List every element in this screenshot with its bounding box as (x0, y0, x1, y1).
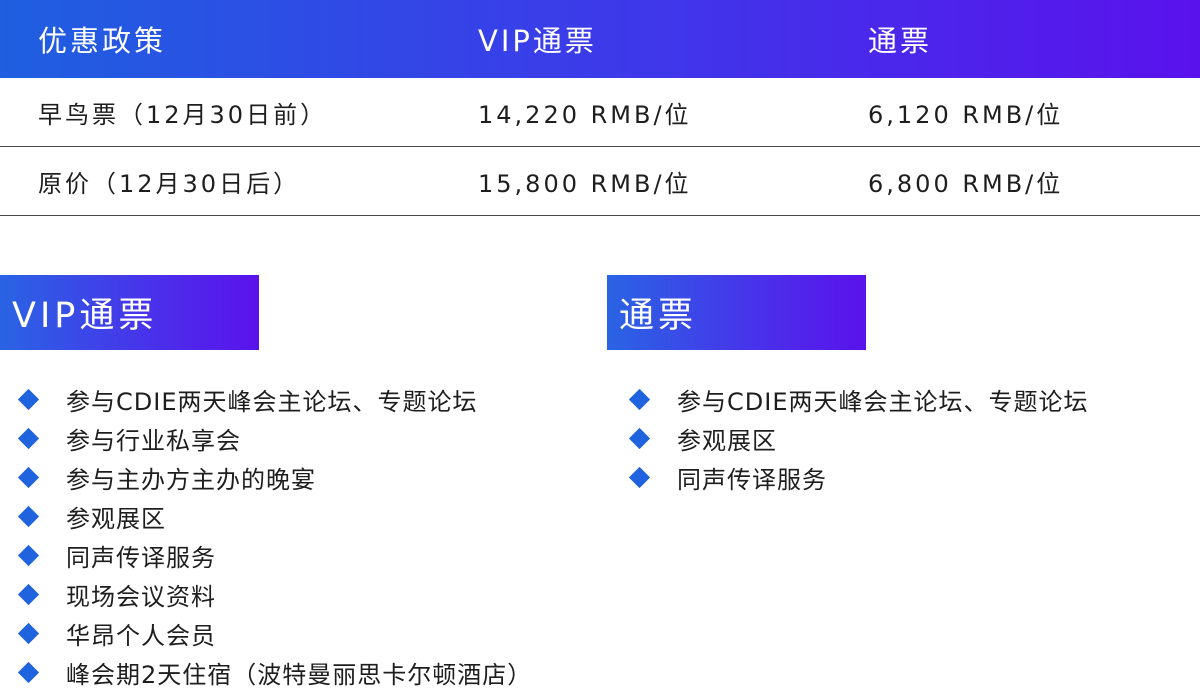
benefit-text: 参观展区 (66, 505, 166, 533)
diamond-bullet-icon (17, 466, 40, 489)
list-item: 同声传译服务 (628, 458, 1088, 497)
list-item: 参与主办方主办的晚宴 (17, 458, 532, 497)
benefit-text: 峰会期2天住宿（波特曼丽思卡尔顿酒店） (66, 661, 533, 689)
standard-section-title: 通票 (619, 296, 698, 336)
header-vip-pass: VIP通票 (478, 24, 597, 58)
table-row-early-bird: 早鸟票（12月30日前） 14,220 RMB/位 6,120 RMB/位 (0, 78, 1200, 147)
diamond-bullet-icon (17, 661, 40, 684)
vip-section-tag: VIP通票 (0, 275, 259, 350)
early-bird-standard-price: 6,120 RMB/位 (868, 100, 1064, 129)
benefit-text: 参与CDIE两天峰会主论坛、专题论坛 (66, 388, 478, 416)
benefit-text: 参与主办方主办的晚宴 (66, 466, 316, 494)
regular-policy: 原价（12月30日后） (38, 169, 301, 198)
early-bird-policy: 早鸟票（12月30日前） (38, 100, 328, 129)
diamond-bullet-icon (17, 427, 40, 450)
header-policy: 优惠政策 (38, 24, 167, 58)
list-item: 参与CDIE两天峰会主论坛、专题论坛 (628, 380, 1088, 419)
benefit-text: 参观展区 (677, 427, 777, 455)
benefit-text: 同声传译服务 (66, 544, 216, 572)
benefit-text: 参与CDIE两天峰会主论坛、专题论坛 (677, 388, 1089, 416)
list-item: 现场会议资料 (17, 575, 532, 614)
list-item: 华昂个人会员 (17, 614, 532, 653)
standard-section-tag: 通票 (607, 275, 866, 350)
list-item: 峰会期2天住宿（波特曼丽思卡尔顿酒店） (17, 653, 532, 692)
benefit-text: 华昂个人会员 (66, 622, 216, 650)
table-row-regular: 原价（12月30日后） 15,800 RMB/位 6,800 RMB/位 (0, 147, 1200, 216)
list-item: 同声传译服务 (17, 536, 532, 575)
list-item: 参与CDIE两天峰会主论坛、专题论坛 (17, 380, 532, 419)
pricing-table: 优惠政策 VIP通票 通票 早鸟票（12月30日前） 14,220 RMB/位 … (0, 0, 1200, 216)
list-item: 参观展区 (628, 419, 1088, 458)
diamond-bullet-icon (628, 388, 651, 411)
diamond-bullet-icon (17, 622, 40, 645)
header-standard-pass: 通票 (868, 24, 933, 58)
benefit-text: 同声传译服务 (677, 466, 827, 494)
diamond-bullet-icon (17, 544, 40, 567)
benefit-text: 参与行业私享会 (66, 427, 241, 455)
vip-section-title: VIP通票 (12, 296, 158, 336)
regular-vip-price: 15,800 RMB/位 (478, 169, 692, 198)
diamond-bullet-icon (17, 388, 40, 411)
early-bird-vip-price: 14,220 RMB/位 (478, 100, 692, 129)
diamond-bullet-icon (17, 583, 40, 606)
diamond-bullet-icon (628, 466, 651, 489)
diamond-bullet-icon (17, 505, 40, 528)
regular-standard-price: 6,800 RMB/位 (868, 169, 1064, 198)
list-item: 参观展区 (17, 497, 532, 536)
list-item: 参与行业私享会 (17, 419, 532, 458)
standard-benefit-list: 参与CDIE两天峰会主论坛、专题论坛 参观展区 同声传译服务 (628, 380, 1088, 497)
benefit-text: 现场会议资料 (66, 583, 216, 611)
pricing-table-header: 优惠政策 VIP通票 通票 (0, 0, 1200, 78)
vip-benefit-list: 参与CDIE两天峰会主论坛、专题论坛 参与行业私享会 参与主办方主办的晚宴 参观… (17, 380, 532, 692)
diamond-bullet-icon (628, 427, 651, 450)
